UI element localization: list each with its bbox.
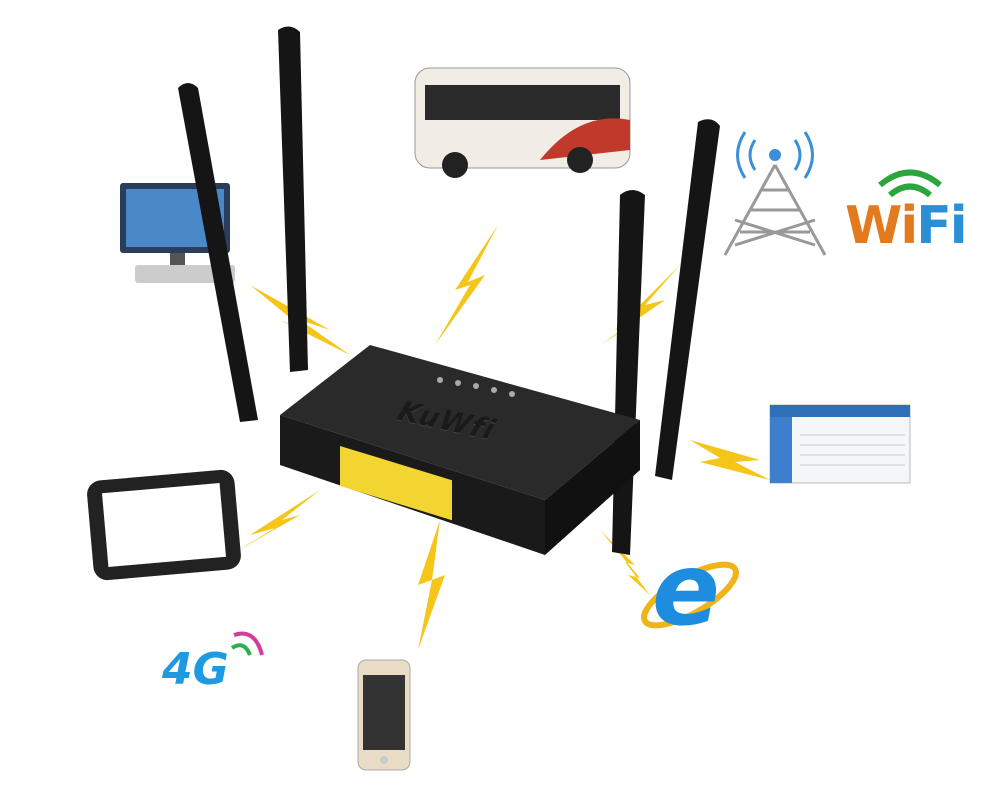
wifi-text: Wi <box>845 196 918 256</box>
bolt-icon <box>600 530 650 595</box>
bolt-icon <box>418 520 445 650</box>
antenna <box>612 190 645 555</box>
smartphone-icon <box>357 659 411 771</box>
cell-tower-icon <box>723 131 827 256</box>
router <box>280 345 640 555</box>
wifi-text-2: Fi <box>916 196 967 256</box>
internet-explorer-icon: e <box>652 531 720 648</box>
signal-arcs-icon <box>230 631 264 656</box>
antenna <box>178 83 258 422</box>
admin-page-thumbnail-icon <box>769 404 911 484</box>
wifi-logo-icon: WiFi <box>845 196 968 256</box>
wifi-signal-icon <box>878 169 942 198</box>
tablet-icon <box>87 469 241 581</box>
bolt-icon <box>435 225 498 345</box>
bolt-icon <box>690 440 770 480</box>
browser-ring <box>641 561 739 629</box>
antenna <box>278 26 308 372</box>
bolt-icon <box>230 490 320 555</box>
bus-icon <box>414 67 631 178</box>
antenna <box>655 119 720 481</box>
antennas <box>178 26 720 555</box>
4g-logo-icon: 4G <box>162 644 229 695</box>
